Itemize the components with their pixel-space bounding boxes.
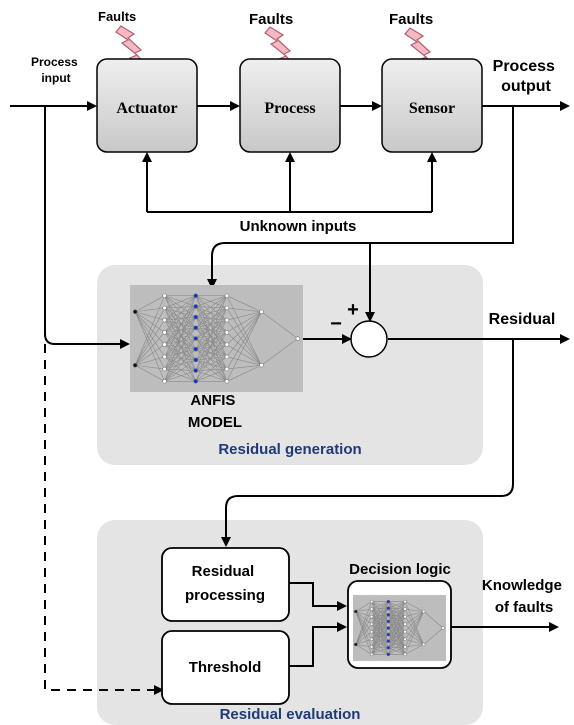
residual-label: Residual: [489, 311, 556, 328]
summing-plus-sign: +: [347, 299, 359, 321]
sensor-label: Sensor: [409, 100, 455, 117]
sensor-block: Sensor: [381, 58, 483, 153]
threshold-label: Threshold: [189, 659, 262, 676]
signal-lines: [10, 101, 570, 667]
process-label: Process: [264, 100, 315, 117]
fault-label-process: Faults: [249, 11, 293, 28]
anfis-model-label: ANFIS MODEL: [188, 392, 242, 431]
residual-generation-caption: Residual generation: [218, 441, 361, 458]
process-output-label: Process output: [493, 58, 560, 95]
summing-minus-sign: −: [330, 313, 342, 335]
threshold-block: Threshold: [161, 630, 290, 705]
residual-processing-label: Residual processing: [185, 563, 265, 604]
decision-logic-network-icon: [353, 595, 446, 661]
anfis-network-icon: [130, 285, 303, 392]
residual-evaluation-caption: Residual evaluation: [220, 706, 361, 723]
process-block: Process: [239, 58, 341, 153]
residual-processing-block: Residual processing: [161, 547, 290, 622]
fault-label-sensor: Faults: [389, 11, 433, 28]
unknown-inputs-label: Unknown inputs: [240, 218, 357, 235]
process-input-label: Process input: [31, 55, 81, 85]
knowledge-of-faults-label: Knowledge of faults: [482, 577, 566, 616]
actuator-label: Actuator: [116, 100, 177, 117]
actuator-block: Actuator: [96, 58, 198, 153]
fault-label-actuator: Faults: [98, 9, 136, 24]
summing-junction: [350, 320, 388, 358]
decision-logic-label: Decision logic: [349, 561, 451, 578]
dashed-threshold-path: [44, 344, 164, 695]
